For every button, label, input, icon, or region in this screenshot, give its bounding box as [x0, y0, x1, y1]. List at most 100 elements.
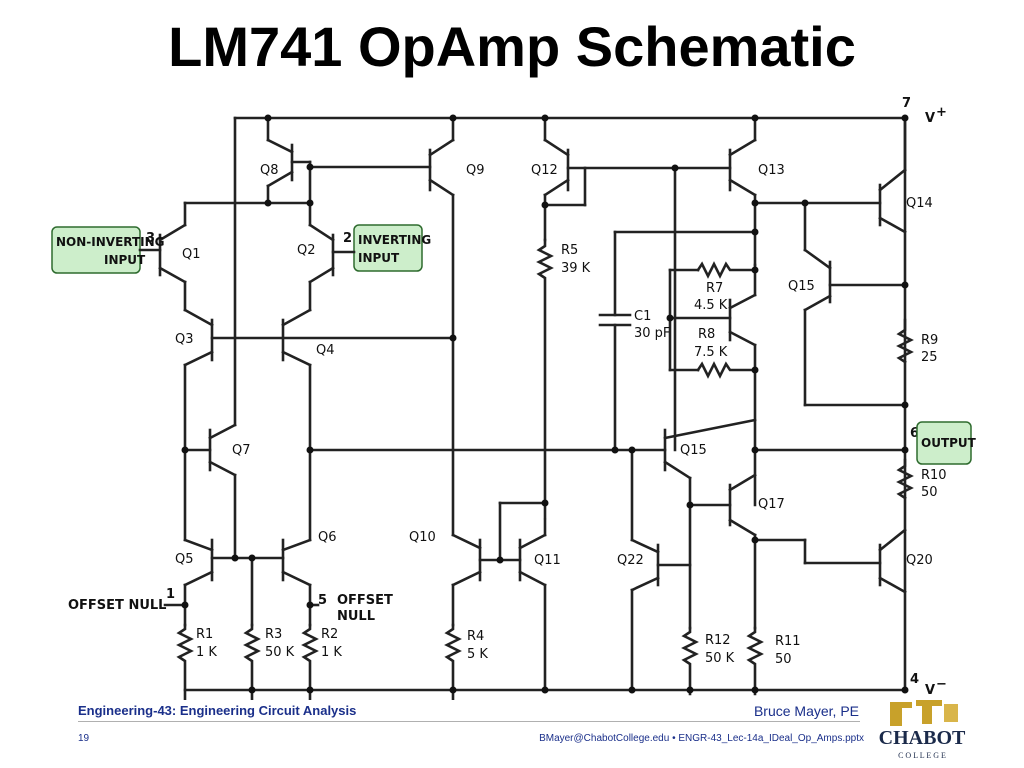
r7-label: R7: [706, 281, 723, 296]
q17-transistor: [728, 473, 757, 630]
r5-value: 39 K: [561, 261, 591, 276]
q17-label: Q17: [758, 497, 785, 512]
r11-label: R11: [775, 634, 801, 649]
vminus-sign: −: [936, 677, 947, 692]
r12-label: R12: [705, 633, 731, 648]
q6-label: Q6: [318, 530, 337, 545]
pin-6-label: 6: [910, 426, 919, 441]
r2-resistor: [301, 623, 319, 700]
slide-title: LM741 OpAmp Schematic: [168, 15, 856, 78]
r7-value: 4.5 K: [694, 298, 728, 313]
r1-label: R1: [196, 627, 213, 642]
q22-transistor: [630, 538, 692, 692]
q6-transistor: [281, 538, 312, 627]
footer-divider: [78, 721, 860, 722]
q14-transistor: [878, 168, 907, 234]
q15-protection-transistor: [803, 248, 907, 312]
output-label: OUTPUT: [921, 436, 977, 450]
noninverting-label-1: NON-INVERTING: [56, 235, 165, 249]
q10-transistor: [451, 338, 482, 627]
pin-2-label: 2: [343, 231, 352, 246]
pin-4-label: 4: [910, 672, 919, 687]
r7-resistor: [696, 261, 757, 279]
pin-1-label: 1: [166, 587, 175, 602]
q20-transistor: [878, 528, 907, 594]
q2-label: Q2: [297, 243, 316, 258]
q13-transistor: [728, 116, 757, 267]
q11-label: Q11: [534, 553, 561, 568]
r3-resistor: [243, 623, 261, 700]
r10-resistor: [896, 458, 914, 500]
chabot-logo: CHABOT C O L L E G E: [879, 700, 966, 760]
inverting-label-2: INPUT: [358, 251, 400, 265]
q8-transistor: [266, 116, 312, 205]
vminus-label: V: [925, 683, 935, 698]
c1-label: C1: [634, 309, 651, 324]
r3-label: R3: [265, 627, 282, 642]
r1-resistor: [176, 623, 194, 700]
q9-label: Q9: [466, 163, 485, 178]
q10-label: Q10: [409, 530, 436, 545]
q1-transistor: [158, 201, 187, 312]
r4-value: 5 K: [467, 647, 488, 662]
r10-label: R10: [921, 468, 947, 483]
q9-transistor: [428, 116, 455, 342]
r8-value: 7.5 K: [694, 345, 728, 360]
r2-label: R2: [321, 627, 338, 642]
r8-resistor: [696, 361, 757, 379]
vplus-label: V: [925, 111, 935, 126]
q20-label: Q20: [906, 553, 933, 568]
noninverting-label-2: INPUT: [104, 253, 146, 267]
inverting-label-1: INVERTING: [358, 233, 431, 247]
q4-label: Q4: [316, 343, 335, 358]
q12-transistor: [543, 116, 570, 242]
r2-value: 1 K: [321, 645, 342, 660]
r3-value: 50 K: [265, 645, 295, 660]
r4-resistor: [444, 623, 462, 700]
r8-label: R8: [698, 327, 715, 342]
offset-null-right-label-2: NULL: [337, 609, 375, 624]
q1-label: Q1: [182, 247, 201, 262]
q13-label: Q13: [758, 163, 785, 178]
r9-label: R9: [921, 333, 938, 348]
pin-3-label: 3: [146, 231, 155, 246]
logo-sub: C O L L E G E: [898, 751, 946, 760]
q-vbe-transistor: [728, 263, 757, 507]
r10-value: 50: [921, 485, 938, 500]
q5-label: Q5: [175, 552, 194, 567]
page-number: 19: [78, 733, 90, 744]
q4-transistor: [281, 308, 312, 542]
c1-value: 30 pF: [634, 326, 670, 341]
logo-name: CHABOT: [879, 727, 966, 749]
q11-transistor: [518, 518, 547, 692]
r11-resistor: [746, 626, 764, 696]
vplus-sign: +: [936, 105, 947, 120]
footer-file: BMayer@ChabotCollege.edu • ENGR-43_Lec-1…: [539, 733, 864, 744]
q8-label: Q8: [260, 163, 279, 178]
r1-value: 1 K: [196, 645, 217, 660]
q15-label: Q15: [680, 443, 707, 458]
q7-label: Q7: [232, 443, 251, 458]
pin-5-label: 5: [318, 593, 327, 608]
pin-7-label: 7: [902, 96, 911, 111]
offset-null-right-label-1: OFFSET: [337, 593, 393, 608]
q7-transistor: [183, 116, 237, 560]
junction-dots: [181, 114, 909, 694]
q3-label: Q3: [175, 332, 194, 347]
r5-label: R5: [561, 243, 578, 258]
r12-resistor: [681, 626, 699, 696]
footer-course: Engineering-43: Engineering Circuit Anal…: [78, 703, 357, 718]
r5-resistor: [536, 238, 554, 520]
r9-resistor: [896, 318, 914, 364]
footer-author: Bruce Mayer, PE: [753, 703, 859, 719]
q2-transistor: [308, 201, 335, 312]
q12-label: Q12: [531, 163, 558, 178]
r11-value: 50: [775, 652, 792, 667]
q15-transistor: [663, 418, 757, 630]
r9-value: 25: [921, 350, 938, 365]
r12-value: 50 K: [705, 651, 735, 666]
q14-label: Q14: [906, 196, 933, 211]
inverting-input-box: [353, 224, 423, 272]
output-box: [916, 421, 972, 465]
offset-null-left-label: OFFSET NULL: [68, 598, 166, 613]
